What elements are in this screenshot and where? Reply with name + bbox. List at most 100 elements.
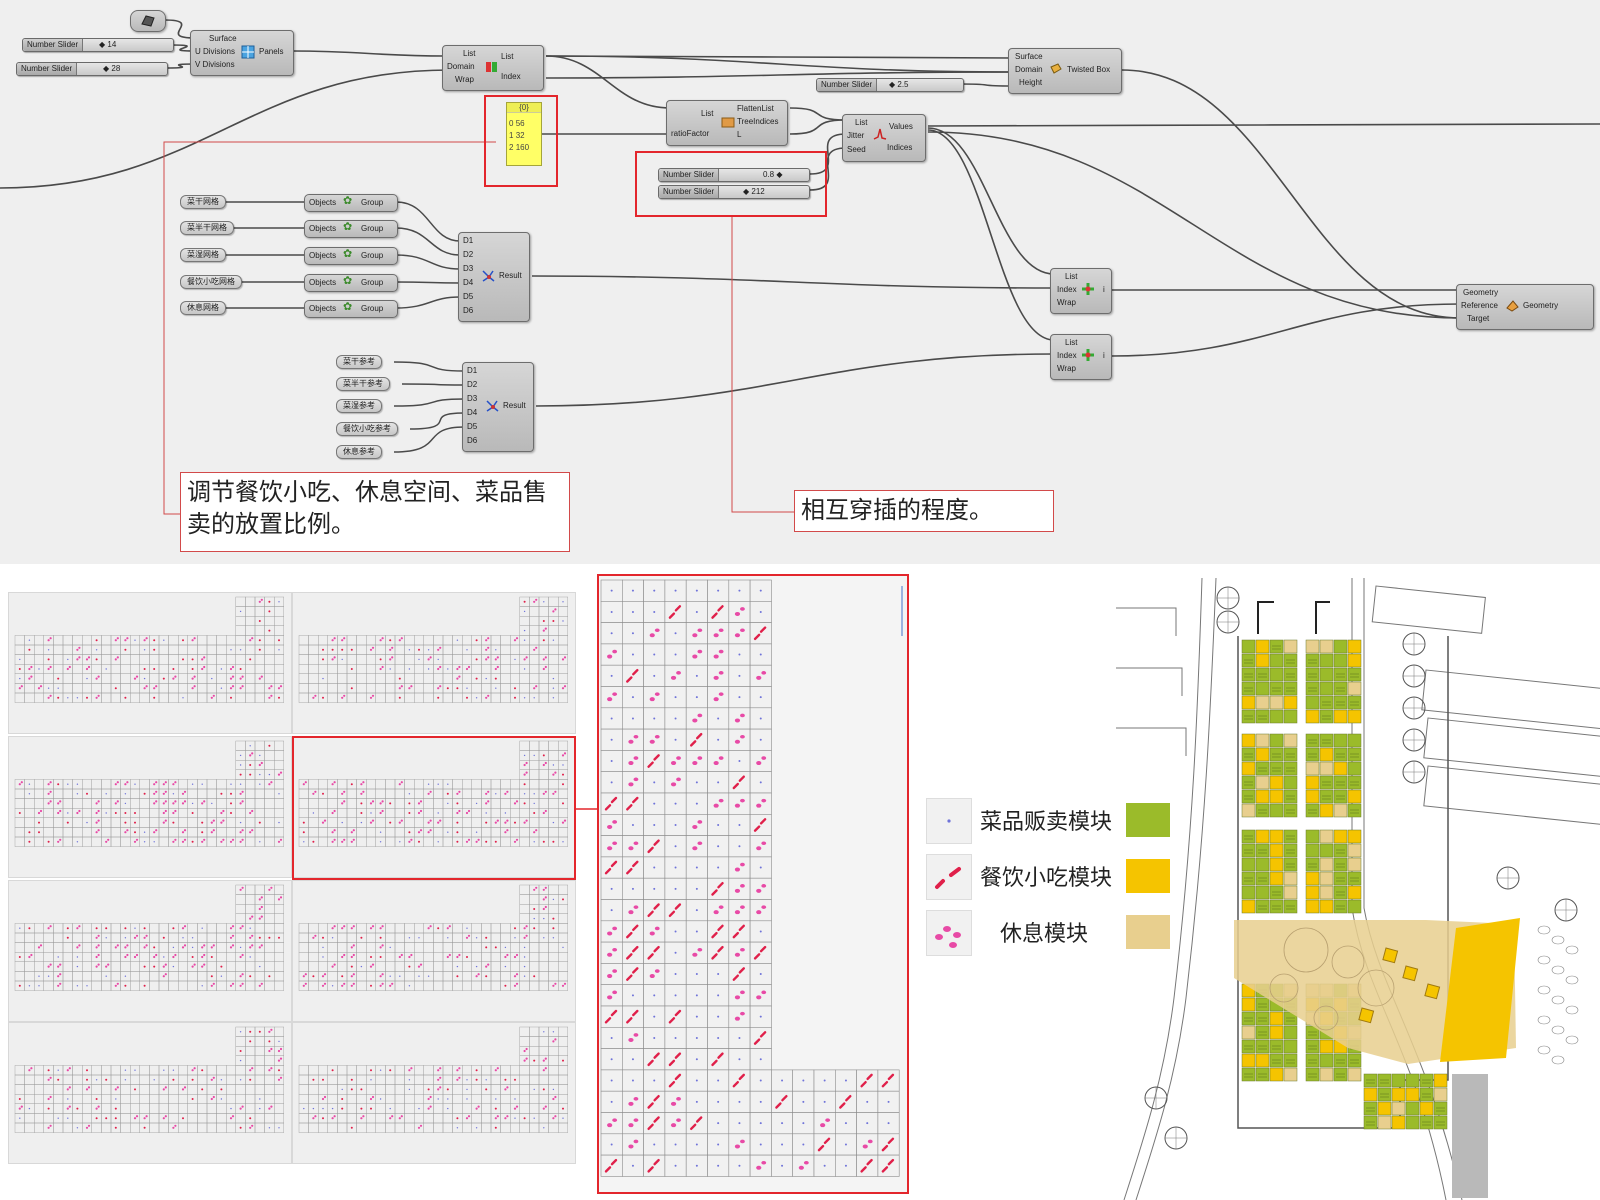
input-objects[interactable]: Objects xyxy=(309,198,337,207)
input-d2[interactable]: D2 xyxy=(463,250,474,259)
variation-thumbnail[interactable] xyxy=(8,880,292,1022)
input-objects[interactable]: Objects xyxy=(309,251,337,260)
jitter-component[interactable]: List Jitter Seed Values Indices xyxy=(842,114,926,162)
variation-thumbnail[interactable] xyxy=(292,1022,576,1164)
input-seed[interactable]: Seed xyxy=(847,145,866,154)
input-target[interactable]: Target xyxy=(1467,314,1490,323)
variation-thumbnail[interactable] xyxy=(8,1022,292,1164)
input-index[interactable]: Index xyxy=(1057,351,1077,360)
v-divisions-slider[interactable]: Number Slider ◆ 28 xyxy=(16,62,168,76)
output-group[interactable]: Group xyxy=(361,198,384,207)
orient-component[interactable]: Geometry Reference Target Geometry xyxy=(1456,284,1594,330)
output-panels[interactable]: Panels xyxy=(259,47,284,56)
variation-thumbnail[interactable] xyxy=(292,592,576,734)
height-slider[interactable]: Number Slider ◆ 2.5 xyxy=(816,78,964,92)
input-d1[interactable]: D1 xyxy=(463,236,474,245)
output-group[interactable]: Group xyxy=(361,278,384,287)
output-index[interactable]: Index xyxy=(501,72,521,81)
zoomed-grid[interactable] xyxy=(597,574,909,1194)
input-reference[interactable]: Reference xyxy=(1461,301,1498,310)
ref-param[interactable]: 餐饮小吃参考 xyxy=(336,422,398,436)
output-flatten-list[interactable]: FlattenList xyxy=(737,104,774,113)
input-u-divisions[interactable]: U Divisions xyxy=(195,47,236,56)
input-list[interactable]: List xyxy=(463,49,476,58)
output-group[interactable]: Group xyxy=(361,224,384,233)
output-twisted-box[interactable]: Twisted Box xyxy=(1067,65,1111,74)
list-item-a[interactable]: List Index Wrap i xyxy=(1050,268,1112,314)
group-component[interactable]: Objects✿Group xyxy=(304,274,398,292)
ref-param[interactable]: 菜湿参考 xyxy=(336,399,382,413)
input-jitter[interactable]: Jitter xyxy=(847,131,865,140)
output-result[interactable]: Result xyxy=(503,401,526,410)
ref-param[interactable]: 菜半干参考 xyxy=(336,377,390,391)
variation-thumbnail[interactable] xyxy=(8,736,292,878)
input-v-divisions[interactable]: V Divisions xyxy=(195,60,235,69)
input-objects[interactable]: Objects xyxy=(309,304,337,313)
u-divisions-slider[interactable]: Number Slider ◆ 14 xyxy=(22,38,174,52)
input-d4[interactable]: D4 xyxy=(463,278,474,287)
input-surface[interactable]: Surface xyxy=(209,34,237,43)
input-ratio-factor[interactable]: ratioFactor xyxy=(671,129,710,138)
input-d5[interactable]: D5 xyxy=(467,422,478,431)
ref-param[interactable]: 休息参考 xyxy=(336,445,382,459)
group-component[interactable]: Objects✿Group xyxy=(304,220,398,238)
input-height[interactable]: Height xyxy=(1019,78,1043,87)
input-list[interactable]: List xyxy=(701,109,714,118)
panels-component[interactable]: Surface U Divisions V Divisions Panels xyxy=(190,30,294,76)
input-d6[interactable]: D6 xyxy=(463,306,474,315)
input-objects[interactable]: Objects xyxy=(309,278,337,287)
output-group[interactable]: Group xyxy=(361,304,384,313)
input-d5[interactable]: D5 xyxy=(463,292,474,301)
input-list[interactable]: List xyxy=(855,118,868,127)
input-wrap[interactable]: Wrap xyxy=(455,75,474,84)
grid-param[interactable]: 菜湿网格 xyxy=(180,248,226,262)
input-list[interactable]: List xyxy=(1065,272,1078,281)
grasshopper-canvas[interactable]: Number Slider ◆ 14 Number Slider ◆ 28 Nu… xyxy=(0,0,1600,564)
output-list[interactable]: List xyxy=(501,52,514,61)
output-i[interactable]: i xyxy=(1103,285,1105,294)
grid-param[interactable]: 菜干网格 xyxy=(180,195,226,209)
jitter-slider[interactable]: Number Slider 0.8 ◆ xyxy=(658,168,810,182)
grid-param[interactable]: 休息网格 xyxy=(180,301,226,315)
list-item-top[interactable]: List Domain Wrap List Index xyxy=(442,45,544,91)
flatten-component[interactable]: List ratioFactor FlattenList TreeIndices… xyxy=(666,100,788,146)
variation-thumbnail[interactable] xyxy=(292,880,576,1022)
grid-param[interactable]: 餐饮小吃网格 xyxy=(180,275,242,289)
input-d3[interactable]: D3 xyxy=(463,264,474,273)
variation-thumbnail[interactable] xyxy=(292,736,576,878)
output-l[interactable]: L xyxy=(737,130,742,139)
input-wrap[interactable]: Wrap xyxy=(1057,364,1076,373)
input-d6[interactable]: D6 xyxy=(467,436,478,445)
input-domain[interactable]: Domain xyxy=(447,62,475,71)
grid-param[interactable]: 菜半干网格 xyxy=(180,221,234,235)
surface-param[interactable] xyxy=(130,10,166,32)
output-indices[interactable]: Indices xyxy=(887,143,913,152)
group-component[interactable]: Objects✿Group xyxy=(304,194,398,212)
ref-param[interactable]: 菜干参考 xyxy=(336,355,382,369)
input-surface[interactable]: Surface xyxy=(1015,52,1043,61)
variation-thumbnail[interactable] xyxy=(8,592,292,734)
output-geometry[interactable]: Geometry xyxy=(1523,301,1559,310)
output-values[interactable]: Values xyxy=(889,122,913,131)
input-geometry[interactable]: Geometry xyxy=(1463,288,1499,297)
input-d3[interactable]: D3 xyxy=(467,394,478,403)
output-tree-indices[interactable]: TreeIndices xyxy=(737,117,779,126)
ratio-panel[interactable]: {0} 0 56 1 32 2 160 xyxy=(506,102,542,166)
input-wrap[interactable]: Wrap xyxy=(1057,298,1076,307)
twisted-box-component[interactable]: Surface Domain Height Twisted Box xyxy=(1008,48,1122,94)
output-result[interactable]: Result xyxy=(499,271,522,280)
input-d4[interactable]: D4 xyxy=(467,408,478,417)
group-component[interactable]: Objects✿Group xyxy=(304,247,398,265)
input-d2[interactable]: D2 xyxy=(467,380,478,389)
input-d1[interactable]: D1 xyxy=(467,366,478,375)
input-domain[interactable]: Domain xyxy=(1015,65,1043,74)
input-index[interactable]: Index xyxy=(1057,285,1077,294)
input-objects[interactable]: Objects xyxy=(309,224,337,233)
group-component[interactable]: Objects✿Group xyxy=(304,300,398,318)
output-i[interactable]: i xyxy=(1103,351,1105,360)
list-item-b[interactable]: List Index Wrap i xyxy=(1050,334,1112,380)
input-list[interactable]: List xyxy=(1065,338,1078,347)
seed-slider[interactable]: Number Slider ◆ 212 xyxy=(658,185,810,199)
